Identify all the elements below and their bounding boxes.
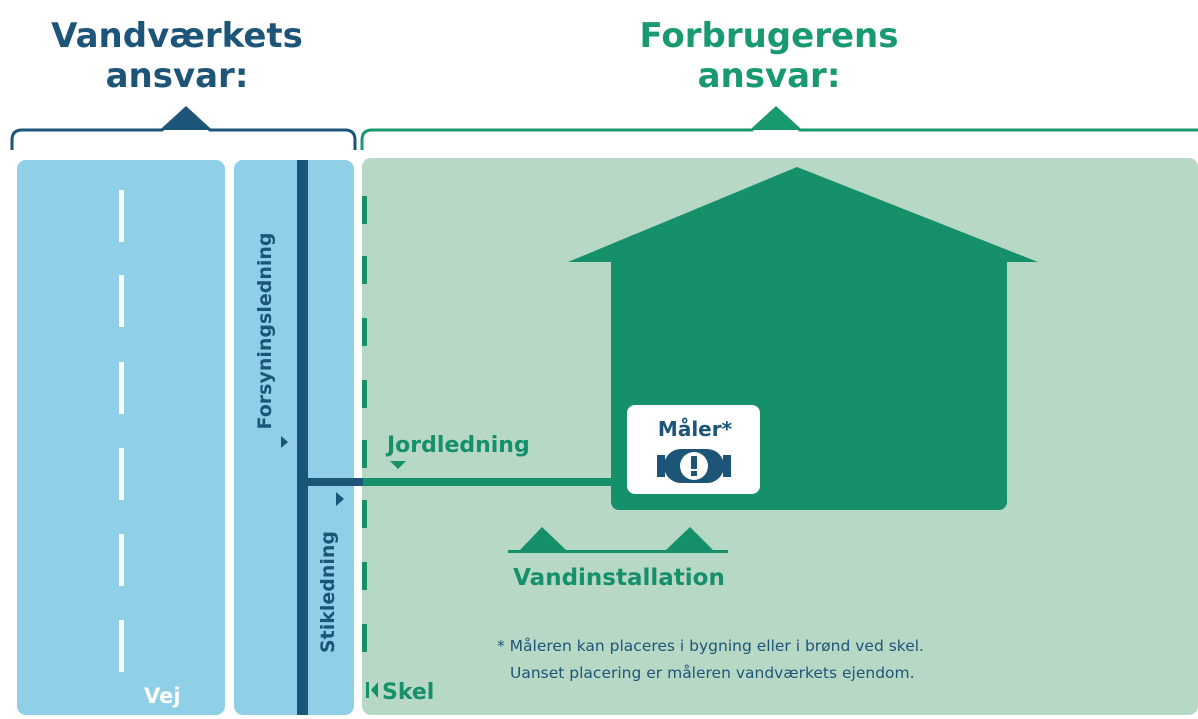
stikledning-pipe: [303, 478, 363, 486]
footnote-line2: Uanset placering er måleren vandværkets …: [510, 664, 915, 682]
vandinstallation-label: Vandinstallation: [513, 565, 725, 591]
road-area: [17, 160, 225, 715]
vandinstallation-bracket: [508, 527, 728, 553]
forsyningsledning-label: Forsyningsledning: [254, 233, 276, 430]
maler-label: Måler*: [658, 417, 733, 441]
jordledning-label: Jordledning: [385, 433, 530, 458]
property-boundary-line: [362, 196, 367, 652]
skel-tick: [366, 682, 369, 698]
vej-label: Vej: [144, 684, 181, 708]
footnote-line1: * Måleren kan placeres i bygning eller i…: [497, 637, 924, 655]
left-header-line2: ansvar:: [106, 56, 249, 96]
right-brace-peak: [750, 107, 802, 130]
stikledning-arrow-icon: [336, 492, 344, 506]
stikledning-label: Stikledning: [317, 531, 339, 653]
forsyningsledning-arrow-icon: [281, 436, 288, 448]
skel-label: Skel: [382, 680, 434, 705]
skel-arrow-icon: [371, 682, 378, 698]
left-header-line1: Vandværkets: [51, 16, 303, 56]
forsyningsledning-pipe: [297, 160, 308, 715]
jordledning-arrow-icon: [390, 461, 406, 469]
meter-icon: [657, 449, 731, 483]
house-roof: [568, 167, 1038, 262]
jordledning-pipe: [363, 478, 613, 486]
right-header-line2: ansvar:: [698, 56, 841, 96]
supply-strip: [234, 160, 354, 715]
right-header-line1: Forbrugerens: [640, 16, 899, 56]
left-brace-peak: [160, 107, 212, 130]
road-center-line: [119, 190, 124, 672]
